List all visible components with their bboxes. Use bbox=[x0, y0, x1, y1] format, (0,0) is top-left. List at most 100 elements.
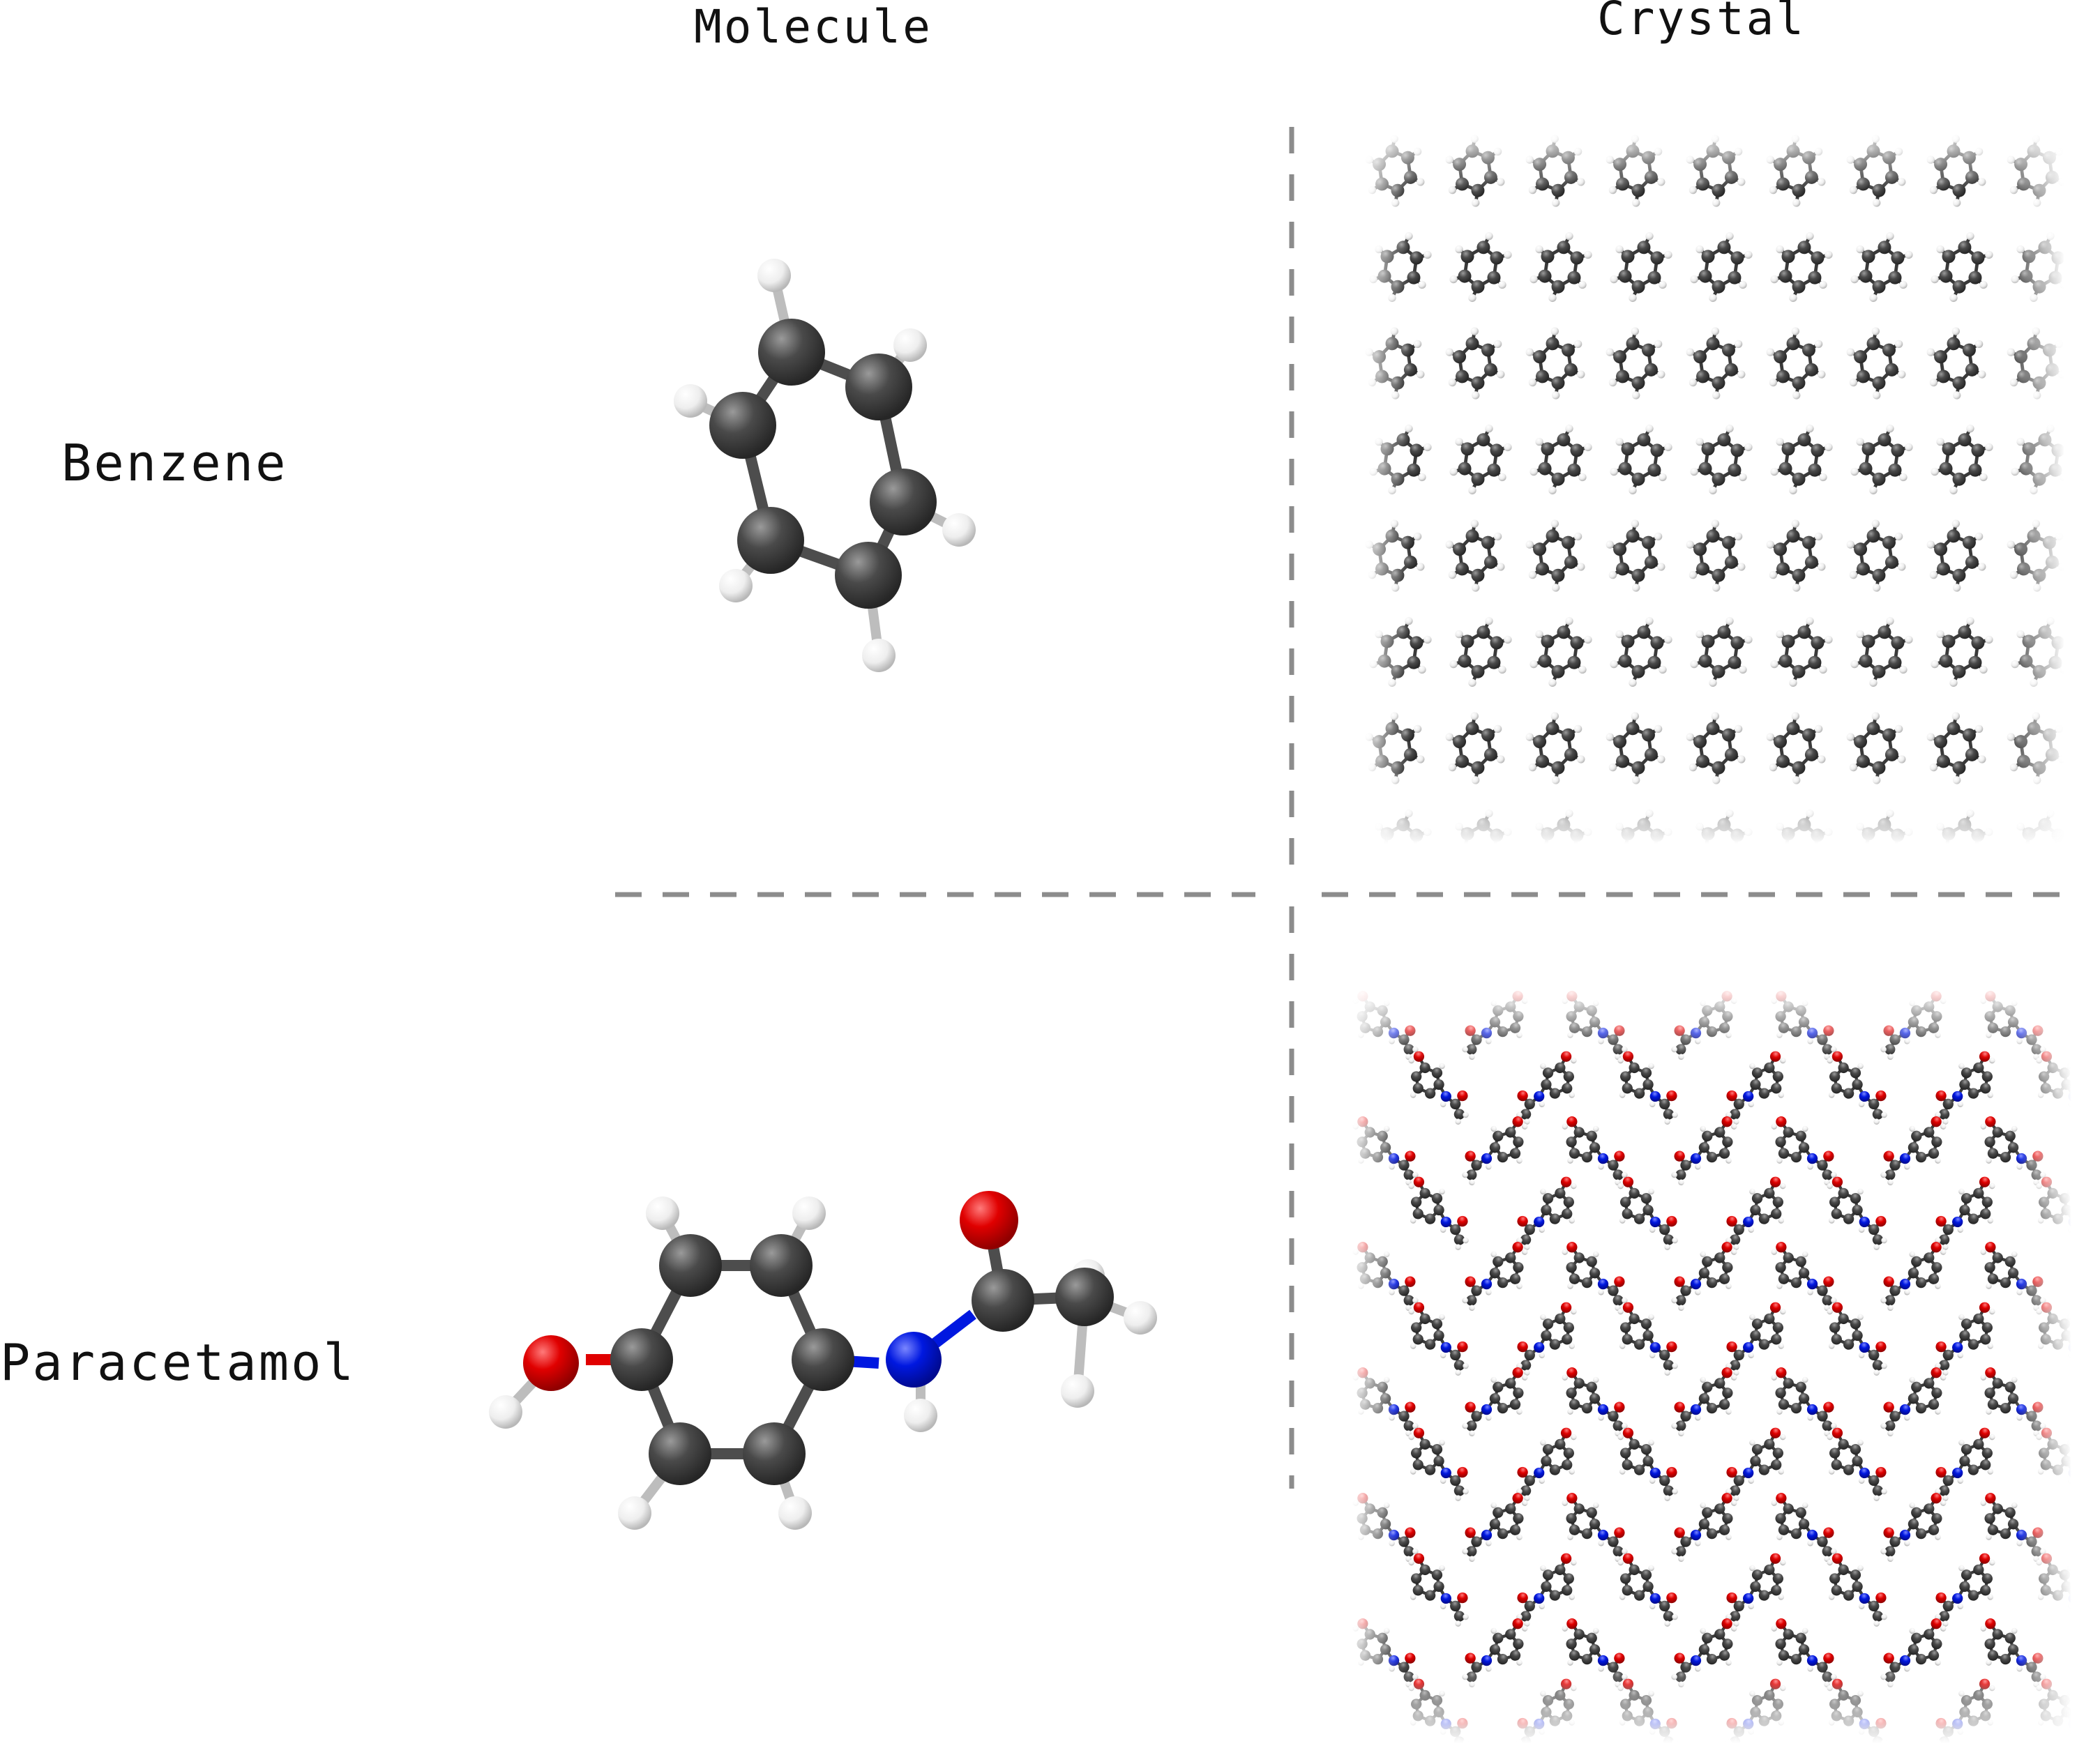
benzene-crystal-unit bbox=[1762, 708, 1829, 787]
benzene-crystal-unit bbox=[1762, 131, 1829, 210]
paracetamol-carbonyl-oxygen bbox=[960, 1191, 1018, 1249]
paracetamol-crystal-unit bbox=[1758, 1114, 1850, 1188]
paracetamol-crystal-unit bbox=[1449, 1616, 1541, 1690]
benzene-crystal-unit bbox=[1527, 420, 1594, 499]
paracetamol-crystal-unit bbox=[1340, 1616, 1431, 1690]
benzene-crystal-unit bbox=[1361, 131, 1428, 210]
benzene-crystal-unit bbox=[1527, 227, 1594, 306]
benzene-crystal-unit bbox=[1361, 516, 1428, 595]
row-label-paracetamol: Paracetamol bbox=[0, 1333, 356, 1392]
paracetamol-crystal-unit bbox=[1601, 1173, 1693, 1253]
paracetamol-crystal-unit bbox=[1340, 1365, 1431, 1439]
paracetamol-crystal-unit bbox=[1868, 1240, 1959, 1314]
paracetamol-crystal-unit bbox=[1919, 1048, 2011, 1127]
paracetamol-crystal-unit bbox=[1868, 1365, 1959, 1439]
benzene-crystal-unit bbox=[1361, 708, 1428, 787]
paracetamol-crystal-unit bbox=[1811, 1550, 1903, 1629]
benzene-crystal-unit bbox=[1762, 324, 1829, 402]
paracetamol-crystal-unit bbox=[1549, 989, 1640, 1063]
paracetamol-crystal-unit bbox=[1967, 1616, 2059, 1690]
benzene-crystal-unit bbox=[1446, 805, 1514, 883]
paracetamol-crystal-unit bbox=[1758, 1491, 1850, 1565]
benzene-crystal-unit bbox=[1446, 227, 1514, 306]
column-header-crystal: Crystal bbox=[1597, 0, 1806, 45]
benzene-crystal-unit bbox=[1607, 227, 1675, 306]
paracetamol-crystal-unit bbox=[1340, 1491, 1431, 1565]
benzene-crystal-unit bbox=[2008, 805, 2076, 883]
paracetamol-crystal-unit bbox=[1549, 1240, 1640, 1314]
benzene-crystal-unit bbox=[1601, 324, 1669, 402]
paracetamol-crystal-unit bbox=[1500, 1424, 1592, 1504]
benzene-carbons bbox=[709, 319, 937, 609]
benzene-crystal-unit bbox=[1527, 805, 1594, 883]
benzene-crystal-unit bbox=[1521, 131, 1589, 210]
paracetamol-crystal-unit bbox=[1659, 1365, 1750, 1439]
paracetamol-crystal-unit bbox=[2020, 1299, 2100, 1378]
paracetamol-crystal-unit bbox=[1549, 1365, 1640, 1439]
paracetamol-crystal-unit bbox=[1967, 1240, 2059, 1314]
benzene-crystal-unit bbox=[1928, 227, 1995, 306]
benzene-crystal-unit bbox=[1446, 612, 1514, 691]
paracetamol-crystal-unit bbox=[2020, 1675, 2100, 1748]
paracetamol-crystal-unit bbox=[1758, 1365, 1850, 1439]
benzene-crystal-unit bbox=[1366, 227, 1434, 306]
benzene-crystal-unit bbox=[1848, 805, 1915, 883]
paracetamol-crystal-unit bbox=[1449, 1240, 1541, 1314]
benzene-crystal-unit bbox=[1366, 805, 1434, 883]
benzene-crystal-unit bbox=[2008, 612, 2076, 691]
paracetamol-crystal-unit bbox=[1868, 1491, 1959, 1565]
benzene-crystal-unit bbox=[1607, 420, 1675, 499]
paracetamol-crystal-unit bbox=[1811, 1299, 1903, 1378]
paracetamol-crystal-unit bbox=[1340, 1114, 1431, 1188]
paracetamol-crystal-unit bbox=[1811, 1424, 1903, 1504]
benzene-crystal-unit bbox=[1682, 516, 1749, 595]
benzene-crystal-unit bbox=[1767, 420, 1835, 499]
benzene-crystal-unit bbox=[1607, 612, 1675, 691]
paracetamol-crystal-unit bbox=[1868, 1114, 1959, 1188]
benzene-crystal-unit bbox=[2008, 420, 2076, 499]
benzene-crystal-unit bbox=[1848, 227, 1915, 306]
paracetamol-crystal-unit bbox=[1758, 1240, 1850, 1314]
paracetamol-crystal-unit bbox=[1811, 1048, 1903, 1127]
benzene-crystal-unit bbox=[2008, 227, 2076, 306]
paracetamol-crystal-unit bbox=[1709, 1048, 1801, 1127]
benzene-crystal-unit bbox=[1682, 324, 1749, 402]
row-label-benzene: Benzene bbox=[61, 434, 288, 492]
benzene-crystal-unit bbox=[1687, 805, 1755, 883]
benzene-crystal-unit bbox=[1601, 708, 1669, 787]
paracetamol-crystal-unit bbox=[1549, 1491, 1640, 1565]
paracetamol-crystal-unit bbox=[1758, 989, 1850, 1063]
benzene-hydrogens bbox=[674, 259, 976, 672]
benzene-crystal-unit bbox=[1521, 516, 1589, 595]
benzene-crystal-unit bbox=[1928, 612, 1995, 691]
paracetamol-crystal-unit bbox=[1601, 1424, 1693, 1504]
benzene-crystal-unit bbox=[1928, 420, 1995, 499]
paracetamol-crystal-unit bbox=[2020, 1424, 2100, 1504]
benzene-crystal-unit bbox=[1366, 612, 1434, 691]
benzene-crystal-unit bbox=[1922, 131, 1990, 210]
divider-lines bbox=[615, 127, 2064, 1489]
paracetamol-crystal bbox=[1340, 989, 2100, 1748]
benzene-crystal-unit bbox=[1848, 420, 1915, 499]
paracetamol-crystal-unit bbox=[1919, 1299, 2011, 1378]
paracetamol-crystal-unit bbox=[1919, 1675, 2011, 1748]
paracetamol-crystal-unit bbox=[1967, 989, 2059, 1063]
paracetamol-crystal-unit bbox=[1601, 1550, 1693, 1629]
paracetamol-crystal-unit bbox=[1709, 1299, 1801, 1378]
paracetamol-crystal-unit bbox=[1868, 989, 1959, 1063]
benzene-crystal-unit bbox=[1366, 420, 1434, 499]
paracetamol-crystal-unit bbox=[1709, 1424, 1801, 1504]
paracetamol-crystal-unit bbox=[1392, 1550, 1484, 1629]
benzene-crystal-unit bbox=[1922, 324, 1990, 402]
paracetamol-crystal-unit bbox=[1967, 1491, 2059, 1565]
benzene-crystal-unit bbox=[2002, 708, 2070, 787]
benzene-crystal-unit bbox=[1928, 805, 1995, 883]
paracetamol-crystal-unit bbox=[1392, 1424, 1484, 1504]
paracetamol-crystal-unit bbox=[1709, 1675, 1801, 1748]
paracetamol-crystal-unit bbox=[1449, 989, 1541, 1063]
paracetamol-crystal-unit bbox=[1340, 989, 1431, 1063]
benzene-crystal-unit bbox=[1521, 324, 1589, 402]
benzene-crystal-unit bbox=[1762, 516, 1829, 595]
paracetamol-crystal-unit bbox=[1601, 1048, 1693, 1127]
